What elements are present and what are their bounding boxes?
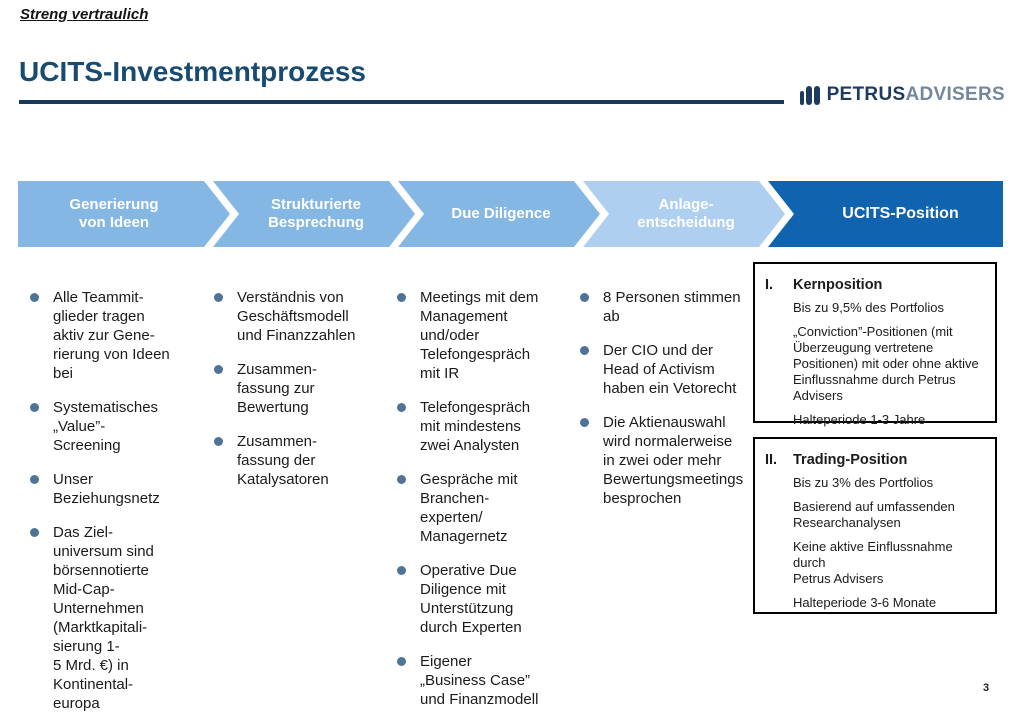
petrus-advisers-logo: PETRUSADVISERS <box>799 84 1005 106</box>
box-paragraph: „Conviction”-Positionen (mit Überzeugung… <box>793 324 979 403</box>
bullet-icon <box>214 437 223 446</box>
box-header: I. Kernposition <box>765 277 987 293</box>
list-item: Unser Beziehungsnetz <box>30 470 198 508</box>
list-item: Meetings mit dem Management und/oder Tel… <box>397 288 569 383</box>
logo-secondary-text: ADVISERS <box>905 84 1005 105</box>
bullet-icon <box>397 293 406 302</box>
bullet-text: Systematisches „Value”- Screening <box>53 399 159 454</box>
logo-primary-text: PETRUS <box>826 84 906 105</box>
box-paragraph: Keine aktive Einflussnahme durch Petrus … <box>793 539 953 586</box>
list-item: Verständnis von Geschäftsmodell und Fina… <box>214 288 382 345</box>
bullet-text: Telefongespräch mit mindestens zwei Anal… <box>420 399 531 454</box>
list-item: Operative Due Diligence mit Unterstützun… <box>397 561 569 637</box>
bullet-text: Zusammen- fassung zur Bewertung <box>237 361 318 416</box>
box-paragraph: Bis zu 3% des Portfolios <box>793 475 934 490</box>
process-flow: Generierung von Ideen Strukturierte Besp… <box>18 181 1003 247</box>
bullet-text: Der CIO und der Head of Activism haben e… <box>603 342 737 397</box>
kernposition-box: I. Kernposition Bis zu 9,5% des Portfoli… <box>753 262 997 427</box>
box-header: II. Trading-Position <box>765 452 987 468</box>
bullet-icon <box>30 528 39 537</box>
bullet-icon <box>397 475 406 484</box>
list-item: Telefongespräch mit mindestens zwei Anal… <box>397 398 569 455</box>
column-anlage-entscheidung: 8 Personen stimmen ab Der CIO und der He… <box>580 288 758 523</box>
list-item: Eigener „Business Case” und Finanzmodell <box>397 652 569 709</box>
bullet-icon <box>397 566 406 575</box>
process-step-ucits-position: UCITS-Position <box>768 181 1003 247</box>
list-item: Systematisches „Value”- Screening <box>30 398 198 455</box>
box-paragraph: Basierend auf umfassenden Researchanalys… <box>793 499 955 530</box>
list-item: Gespräche mit Branchen- experten/ Manage… <box>397 470 569 546</box>
bullet-text: Unser Beziehungsnetz <box>53 471 160 507</box>
list-item: Der CIO und der Head of Activism haben e… <box>580 341 758 398</box>
bullet-text: Zusammen- fassung der Katalysatoren <box>237 433 329 488</box>
column-generierung-von-ideen: Alle Teammit- glieder tragen aktiv zur G… <box>30 288 198 728</box>
bullet-icon <box>30 403 39 412</box>
list-item: Die Aktienauswahl wird normalerweise in … <box>580 413 758 508</box>
bullet-icon <box>580 346 589 355</box>
process-step-generierung-von-ideen: Generierung von Ideen <box>18 181 230 247</box>
bullet-text: Alle Teammit- glieder tragen aktiv zur G… <box>53 289 170 382</box>
list-item: Das Ziel- universum sind börsennotierte … <box>30 523 198 713</box>
bullet-icon <box>214 293 223 302</box>
list-item: 8 Personen stimmen ab <box>580 288 758 326</box>
trading-position-box: II. Trading-Position Bis zu 3% des Portf… <box>753 437 997 614</box>
bullet-text: Eigener „Business Case” und Finanzmodell <box>420 653 539 708</box>
box-numeral: II. <box>765 452 778 468</box>
bullet-icon <box>397 657 406 666</box>
box-paragraph: Halteperiode 1-3 Jahre <box>793 412 926 427</box>
box-title: Trading-Position <box>793 452 908 468</box>
confidential-label: Streng vertraulich <box>20 6 149 23</box>
process-step-strukturierte-besprechung: Strukturierte Besprechung <box>213 181 415 247</box>
bullet-text: Gespräche mit Branchen- experten/ Manage… <box>420 471 518 545</box>
list-item: Zusammen- fassung zur Bewertung <box>214 360 382 417</box>
bullet-icon <box>30 293 39 302</box>
bullet-text: Meetings mit dem Management und/oder Tel… <box>420 289 539 382</box>
bullet-icon <box>30 475 39 484</box>
column-strukturierte-besprechung: Verständnis von Geschäftsmodell und Fina… <box>214 288 382 504</box>
page-number: 3 <box>983 682 990 694</box>
process-step-anlage-entscheidung: Anlage- entscheidung <box>583 181 785 247</box>
bullet-text: Die Aktienauswahl wird normalerweise in … <box>603 414 744 507</box>
bullet-icon <box>397 403 406 412</box>
list-item: Zusammen- fassung der Katalysatoren <box>214 432 382 489</box>
list-item: Alle Teammit- glieder tragen aktiv zur G… <box>30 288 198 383</box>
bullet-icon <box>580 418 589 427</box>
bullet-text: Operative Due Diligence mit Unterstützun… <box>420 562 522 636</box>
box-title: Kernposition <box>793 277 883 293</box>
bullet-text: 8 Personen stimmen ab <box>603 289 741 325</box>
bars-icon <box>799 85 820 105</box>
bullet-icon <box>214 365 223 374</box>
logo-text: PETRUSADVISERS <box>827 84 1005 106</box>
bullet-text: Verständnis von Geschäftsmodell und Fina… <box>237 289 356 344</box>
bullet-text: Das Ziel- universum sind börsennotierte … <box>53 524 154 712</box>
box-numeral: I. <box>765 277 774 293</box>
page-title: UCITS-Investmentprozess <box>19 56 366 87</box>
process-step-due-diligence: Due Diligence <box>398 181 600 247</box>
title-divider <box>19 100 784 104</box>
box-paragraph: Bis zu 9,5% des Portfolios <box>793 300 945 315</box>
column-due-diligence: Meetings mit dem Management und/oder Tel… <box>397 288 569 724</box>
bullet-icon <box>580 293 589 302</box>
box-paragraph: Halteperiode 3-6 Monate <box>793 595 937 610</box>
